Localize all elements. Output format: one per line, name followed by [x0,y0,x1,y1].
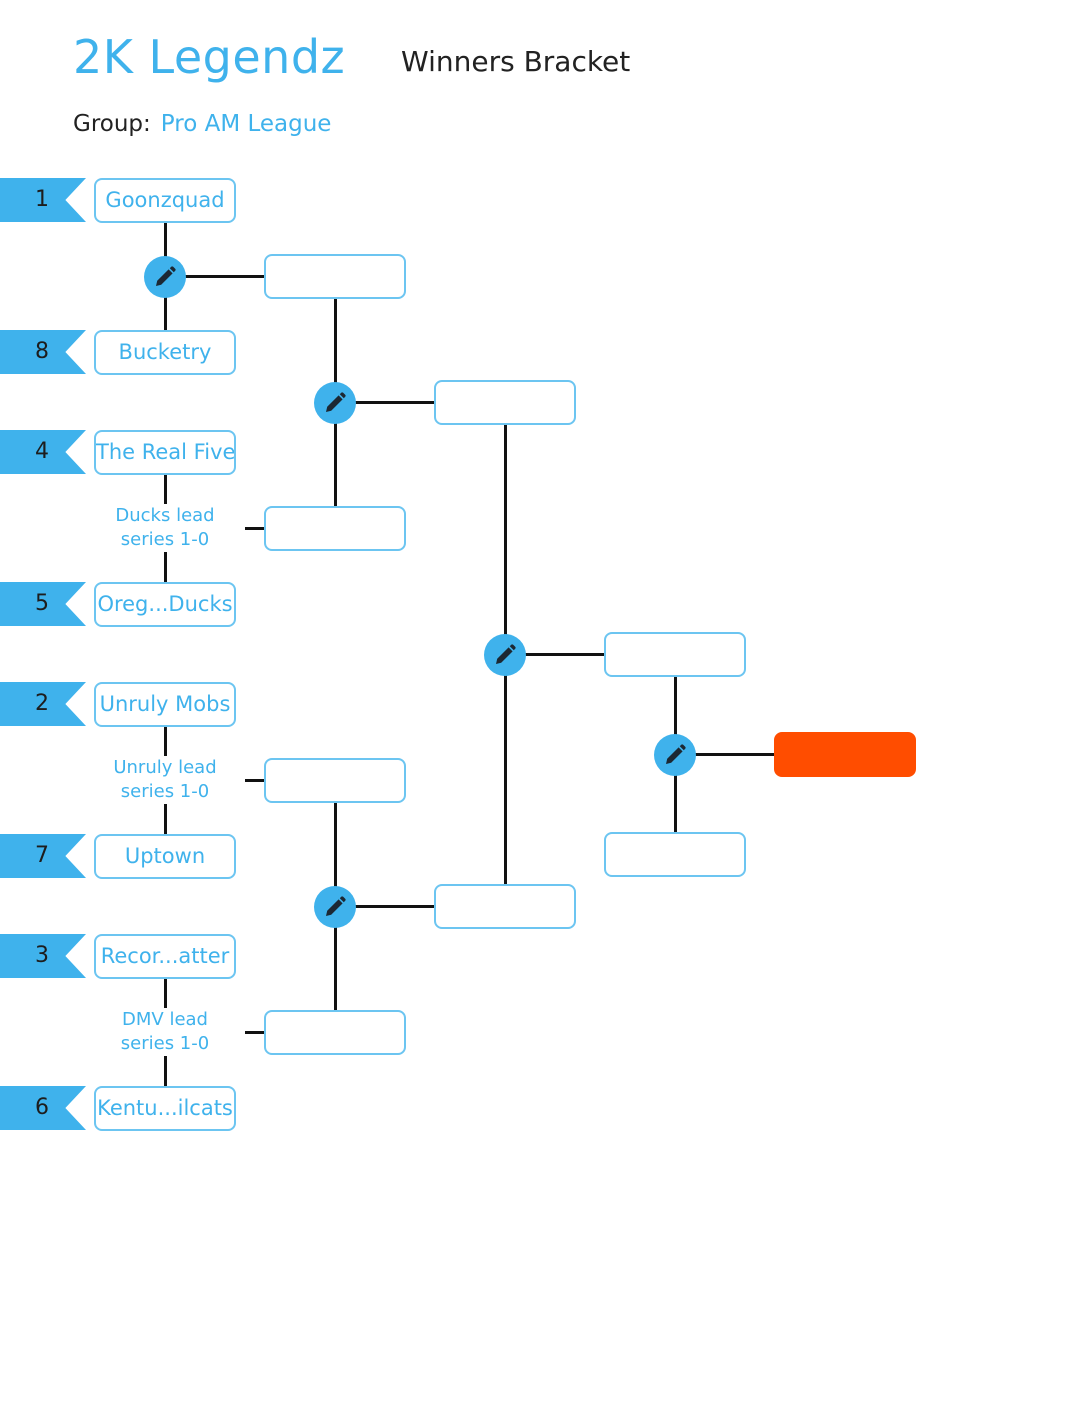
connector-line [244,1031,264,1034]
round3-slot[interactable] [434,380,576,425]
seed-flag: 5 [0,582,86,626]
round4-slot[interactable] [604,632,746,677]
team-slot-unruly-mobs[interactable]: Unruly Mobs [94,682,236,727]
edit-match-button[interactable] [144,256,186,298]
team-slot-oregon-ducks[interactable]: Oreg...Ducks [94,582,236,627]
bracket-title: Winners Bracket [401,45,631,78]
seed-flag: 2 [0,682,86,726]
series-status-line: series 1-0 [120,1033,210,1054]
connector-line [505,653,604,656]
team-slot-kentucky-wildcats[interactable]: Kentu...ilcats [94,1086,236,1131]
connector-line [165,275,264,278]
edit-match-button[interactable] [314,886,356,928]
edit-match-button[interactable] [654,734,696,776]
seed-number: 7 [35,843,49,868]
pencil-icon [326,392,346,412]
seed-flag: 1 [0,178,86,222]
series-status-line: series 1-0 [120,781,210,802]
team-slot-the-real-five[interactable]: The Real Five [94,430,236,475]
pencil-icon [666,744,686,764]
team-slot-uptown[interactable]: Uptown [94,834,236,879]
seed-number: 1 [35,187,49,212]
round2-slot[interactable] [264,254,406,299]
series-status-line: series 1-0 [120,529,210,550]
seed-flag: 3 [0,934,86,978]
connector-line [244,779,264,782]
seed-number: 6 [35,1095,49,1120]
connector-line [244,527,264,530]
series-status: Ducks lead series 1-0 [85,504,245,552]
seed-number: 3 [35,943,49,968]
round2-slot[interactable] [264,758,406,803]
round4-slot[interactable] [604,832,746,877]
round2-slot[interactable] [264,506,406,551]
series-status-line: Unruly lead [113,757,217,778]
round3-slot[interactable] [434,884,576,929]
seed-number: 8 [35,339,49,364]
seed-flag: 8 [0,330,86,374]
series-status-line: DMV lead [122,1009,208,1030]
champion-slot[interactable] [774,732,916,777]
seed-flag: 4 [0,430,86,474]
seed-number: 5 [35,591,49,616]
team-slot-goonzquad[interactable]: Goonzquad [94,178,236,223]
app-title: 2K Legendz [73,30,346,84]
connector-line [675,753,774,756]
team-slot-bucketry[interactable]: Bucketry [94,330,236,375]
group-label: Group: [73,111,151,137]
seed-number: 4 [35,439,49,464]
group-row: Group: Pro AM League [73,111,331,137]
connector-line [335,401,434,404]
pencil-icon [156,266,176,286]
group-link[interactable]: Pro AM League [160,111,332,137]
seed-number: 2 [35,691,49,716]
series-status: DMV lead series 1-0 [85,1008,245,1056]
pencil-icon [326,896,346,916]
seed-flag: 6 [0,1086,86,1130]
seed-flag: 7 [0,834,86,878]
edit-match-button[interactable] [314,382,356,424]
series-status: Unruly lead series 1-0 [85,756,245,804]
round2-slot[interactable] [264,1010,406,1055]
pencil-icon [496,644,516,664]
series-status-line: Ducks lead [115,505,215,526]
team-slot-recor-atter[interactable]: Recor...atter [94,934,236,979]
connector-line [335,905,434,908]
edit-match-button[interactable] [484,634,526,676]
